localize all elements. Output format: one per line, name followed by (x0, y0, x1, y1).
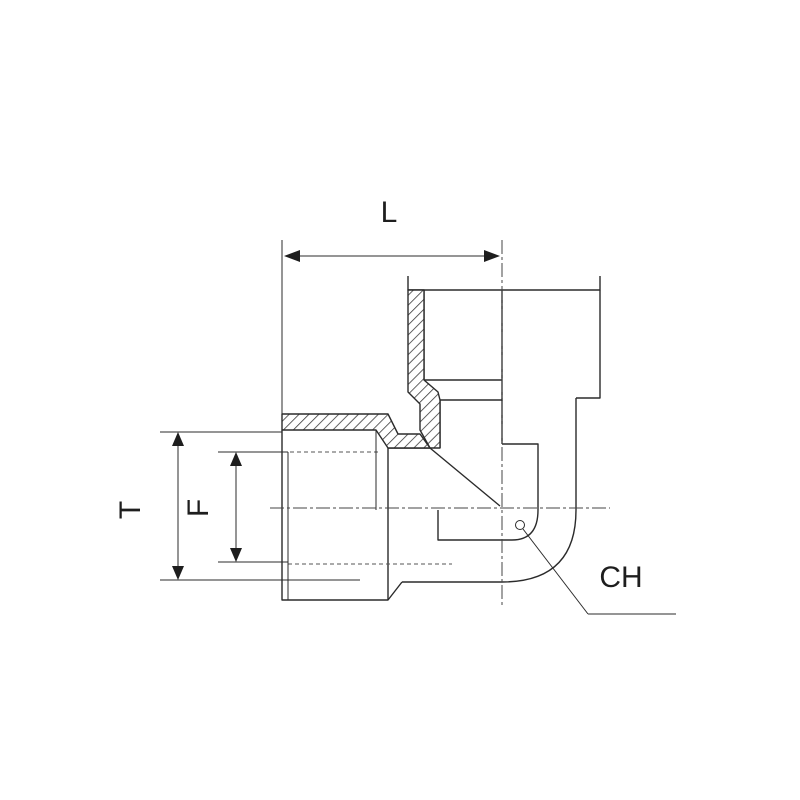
elbow-body (281, 276, 601, 601)
dimension-t: T (114, 431, 360, 581)
section-hatching (281, 289, 441, 449)
label-f: F (182, 499, 215, 517)
label-ch: CH (599, 561, 642, 594)
label-l: L (381, 196, 398, 229)
hidden-lines (248, 430, 452, 600)
center-lines (270, 240, 610, 608)
dimension-f: F (182, 451, 288, 563)
dimension-l: L (281, 196, 500, 430)
label-t: T (114, 501, 147, 519)
callout-ch: CH (515, 520, 676, 615)
